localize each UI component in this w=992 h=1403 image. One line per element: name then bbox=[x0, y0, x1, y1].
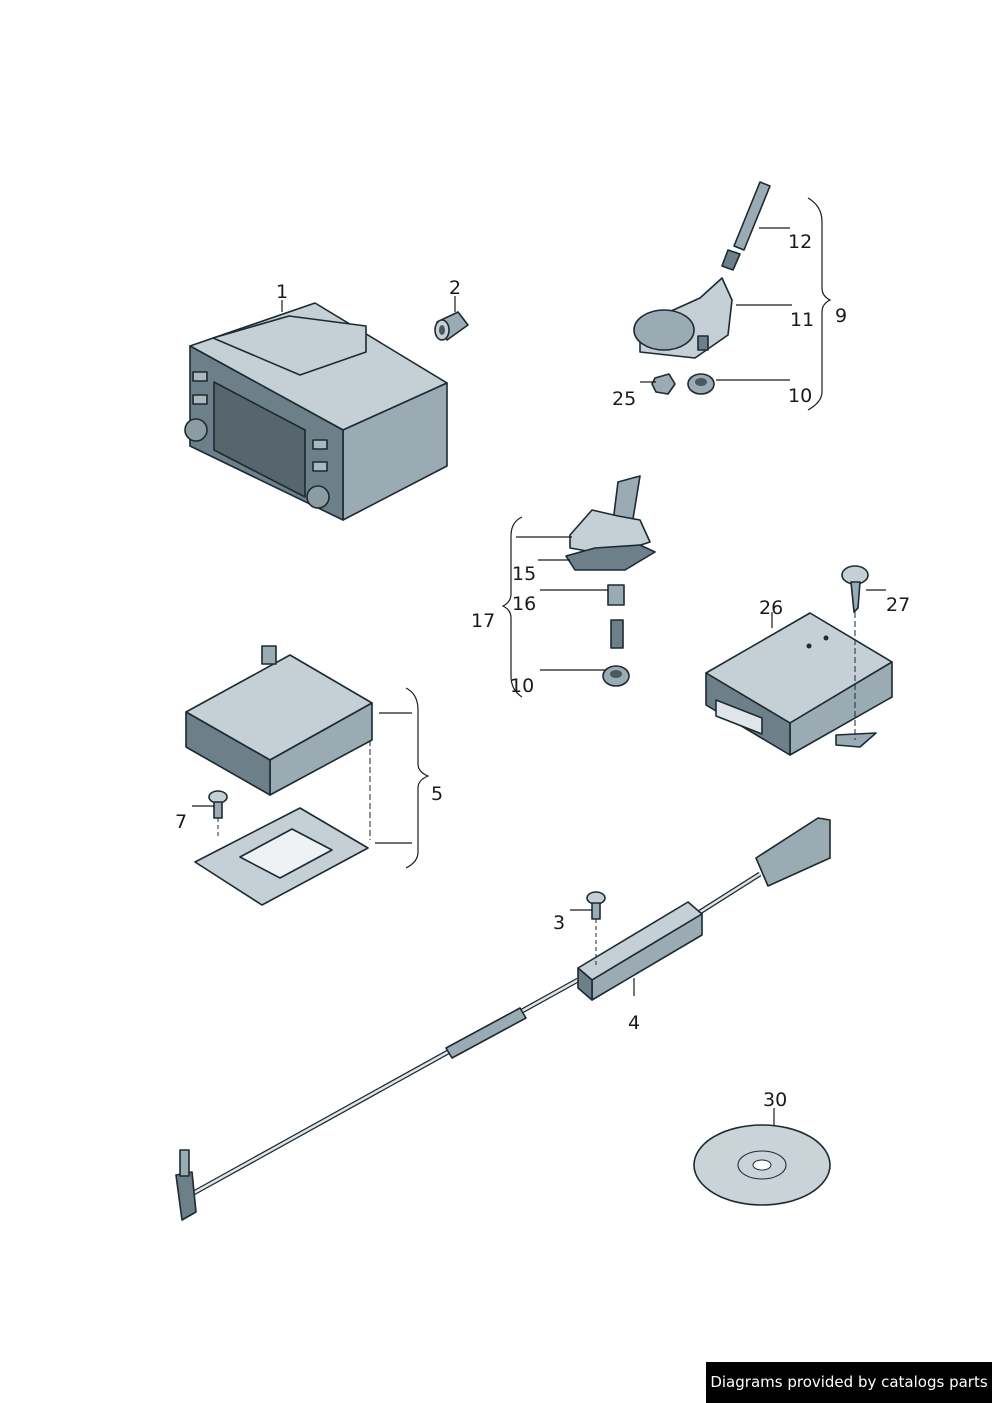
part-1-head-unit bbox=[184, 302, 448, 521]
credit-banner: Diagrams provided by catalogs parts bbox=[706, 1362, 992, 1403]
part-2-sleeve bbox=[434, 311, 469, 341]
callout-3: 3 bbox=[553, 912, 565, 934]
part-5-control-unit bbox=[185, 645, 373, 796]
callout-5: 5 bbox=[431, 783, 443, 805]
part-15-gasket bbox=[565, 544, 656, 571]
callout-17: 17 bbox=[471, 610, 495, 632]
callout-15: 15 bbox=[512, 563, 536, 585]
callout-11: 11 bbox=[790, 309, 814, 331]
callout-30: 30 bbox=[763, 1089, 787, 1111]
part-27-screw bbox=[841, 565, 869, 613]
part-17-antenna-housing bbox=[569, 475, 651, 556]
callout-10-roof: 10 bbox=[788, 385, 812, 407]
part-3-screw bbox=[586, 891, 606, 920]
callout-1: 1 bbox=[276, 281, 288, 303]
callout-25: 25 bbox=[612, 388, 636, 410]
part-7-screw bbox=[208, 790, 228, 819]
part-25-nut bbox=[651, 373, 676, 395]
callout-9: 9 bbox=[835, 305, 847, 327]
callout-4: 4 bbox=[628, 1012, 640, 1034]
part-10-nut-17 bbox=[602, 665, 630, 687]
part-11-antenna-base bbox=[633, 277, 733, 359]
callout-16: 16 bbox=[512, 593, 536, 615]
callout-10-housing: 10 bbox=[510, 675, 534, 697]
part-4-antenna-cable bbox=[175, 817, 831, 1221]
callout-7: 7 bbox=[175, 811, 187, 833]
callout-2: 2 bbox=[449, 277, 461, 299]
part-12-antenna-rod bbox=[721, 181, 771, 271]
callout-labels: 1 2 12 11 9 25 10 15 16 17 10 26 27 5 7 … bbox=[175, 231, 910, 1111]
part-30-disc bbox=[693, 1124, 831, 1206]
callout-12: 12 bbox=[788, 231, 812, 253]
leader-lines bbox=[192, 197, 886, 1125]
part-26-control-module bbox=[705, 612, 893, 756]
callout-26: 26 bbox=[759, 597, 783, 619]
callout-27: 27 bbox=[886, 594, 910, 616]
part-10-nut-roof bbox=[687, 373, 715, 395]
part-5-mounting-bracket bbox=[194, 807, 369, 906]
part-16-connector bbox=[607, 584, 625, 649]
